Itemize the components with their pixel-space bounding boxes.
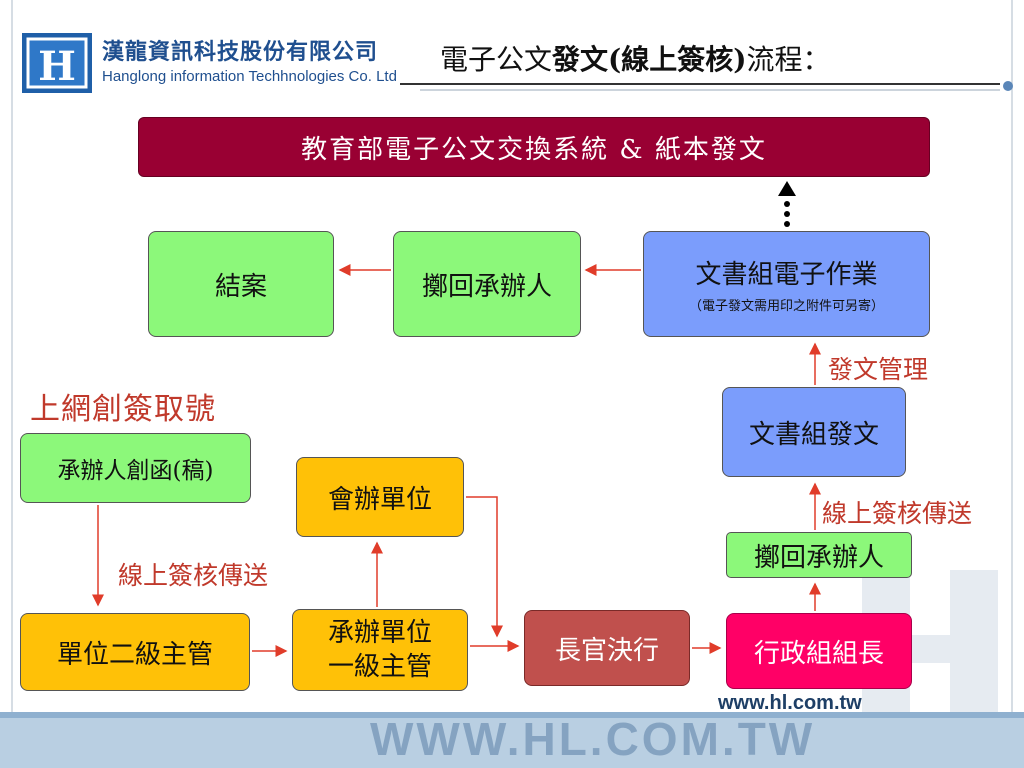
page-title: 電子公文發文(線上簽核)流程： [440,38,831,78]
footer-url-big: WWW.HL.COM.TW [370,713,816,765]
close-case-node: 結案 [148,231,334,337]
company-logo: H [22,33,92,93]
send-management-label: 發文管理 [828,355,929,384]
return-handler-right-label: 擲回承辦人 [753,542,884,573]
svg-text:H: H [38,43,76,90]
unit-level2-node: 單位二級主管 [20,613,250,691]
doc-group-electronic-label: 文書組電子作業 [695,260,878,290]
return-handler-top-node: 擲回承辦人 [393,231,581,337]
logo-h-icon: H [22,33,92,93]
close-case-label: 結案 [214,271,267,302]
co-unit-label: 會辦單位 [327,484,432,515]
online-sign-left-label: 線上簽核傳送 [118,561,269,590]
dotted-connector [778,181,796,227]
doc-group-send-node: 文書組發文 [722,387,906,477]
handler-create-node: 承辦人創函(稿) [20,433,251,503]
company-name-cn: 漢龍資訊科技股份有限公司 [102,39,379,65]
unit-level2-label: 單位二級主管 [56,639,213,670]
doc-group-send-label: 文書組發文 [748,419,879,450]
co-unit-node: 會辦單位 [296,457,464,537]
arrow-counit-to-chief [466,496,503,638]
title-part-3: 流程： [746,43,831,76]
title-underline [400,81,1013,91]
top-banner-label: 教育部電子公文交換系統 & 紙本發文 [301,134,767,165]
footer-url-small: www.hl.com.tw [718,692,862,714]
title-part-1: 電子公文 [440,43,553,76]
unit-level1-node: 承辦單位 一級主管 [292,609,468,691]
online-sign-right-label: 線上簽核傳送 [822,499,973,528]
title-part-2: 發文(線上簽核) [552,43,747,76]
handler-create-label: 承辦人創函(稿) [57,458,214,484]
return-handler-right-node: 擲回承辦人 [726,532,912,578]
return-handler-top-label: 擲回承辦人 [421,271,552,302]
admin-head-node: 行政組組長 [726,613,912,689]
top-banner: 教育部電子公文交換系統 & 紙本發文 [138,117,930,177]
unit-level1-label-line1: 承辦單位 [327,618,432,648]
get-number-label: 上網創簽取號 [30,392,216,427]
company-name-en: Hanglong information Techhnologies Co. L… [102,68,397,85]
doc-group-electronic-note: （電子發文需用印之附件可另寄） [688,299,884,314]
chief-decision-node: 長官決行 [524,610,690,686]
unit-level1-label-line2: 一級主管 [327,652,432,682]
admin-head-label: 行政組組長 [753,638,884,669]
chief-decision-label: 長官決行 [554,635,659,666]
doc-group-electronic-node: 文書組電子作業 （電子發文需用印之附件可另寄） [643,231,930,337]
